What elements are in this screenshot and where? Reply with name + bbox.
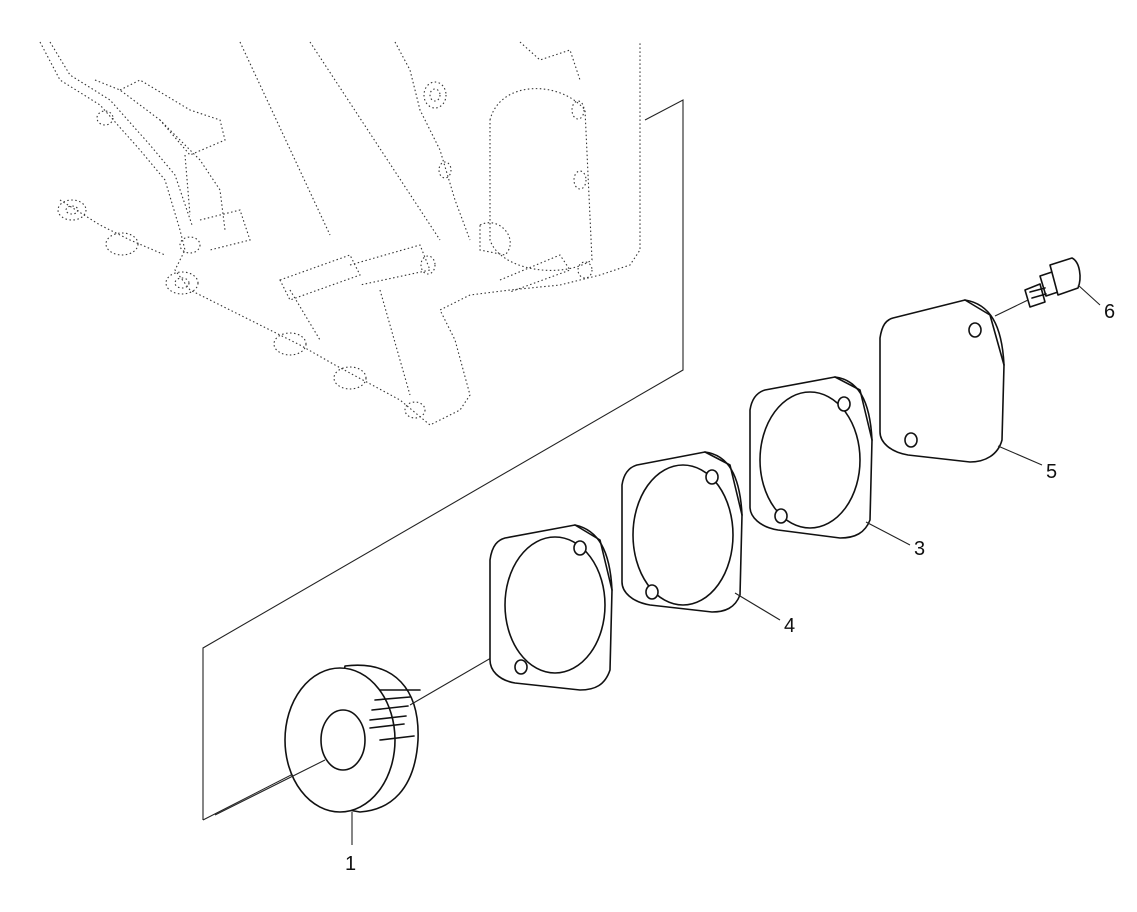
part-1-split-ring: [284, 664, 421, 813]
gasket-plate-a: [489, 524, 613, 691]
mounting-plane-outline: [202, 99, 684, 820]
part-4-gasket: [621, 451, 743, 613]
callout-6: 6: [1104, 301, 1115, 323]
part-6-bolt: [1024, 257, 1081, 308]
leader-3: [865, 521, 911, 546]
part-3-plate: [749, 376, 873, 539]
callout-1: 1: [345, 853, 356, 875]
callout-4: 4: [784, 615, 795, 637]
axis-line-2: [214, 759, 326, 816]
bolt-axis-line: [994, 299, 1029, 317]
leader-5: [997, 445, 1043, 466]
part-5-cover: [879, 299, 1005, 463]
engine-housing: [39, 41, 641, 426]
leader-6: [1077, 284, 1101, 306]
callout-3: 3: [914, 538, 925, 560]
leader-4: [734, 592, 781, 621]
callout-5: 5: [1046, 461, 1057, 483]
